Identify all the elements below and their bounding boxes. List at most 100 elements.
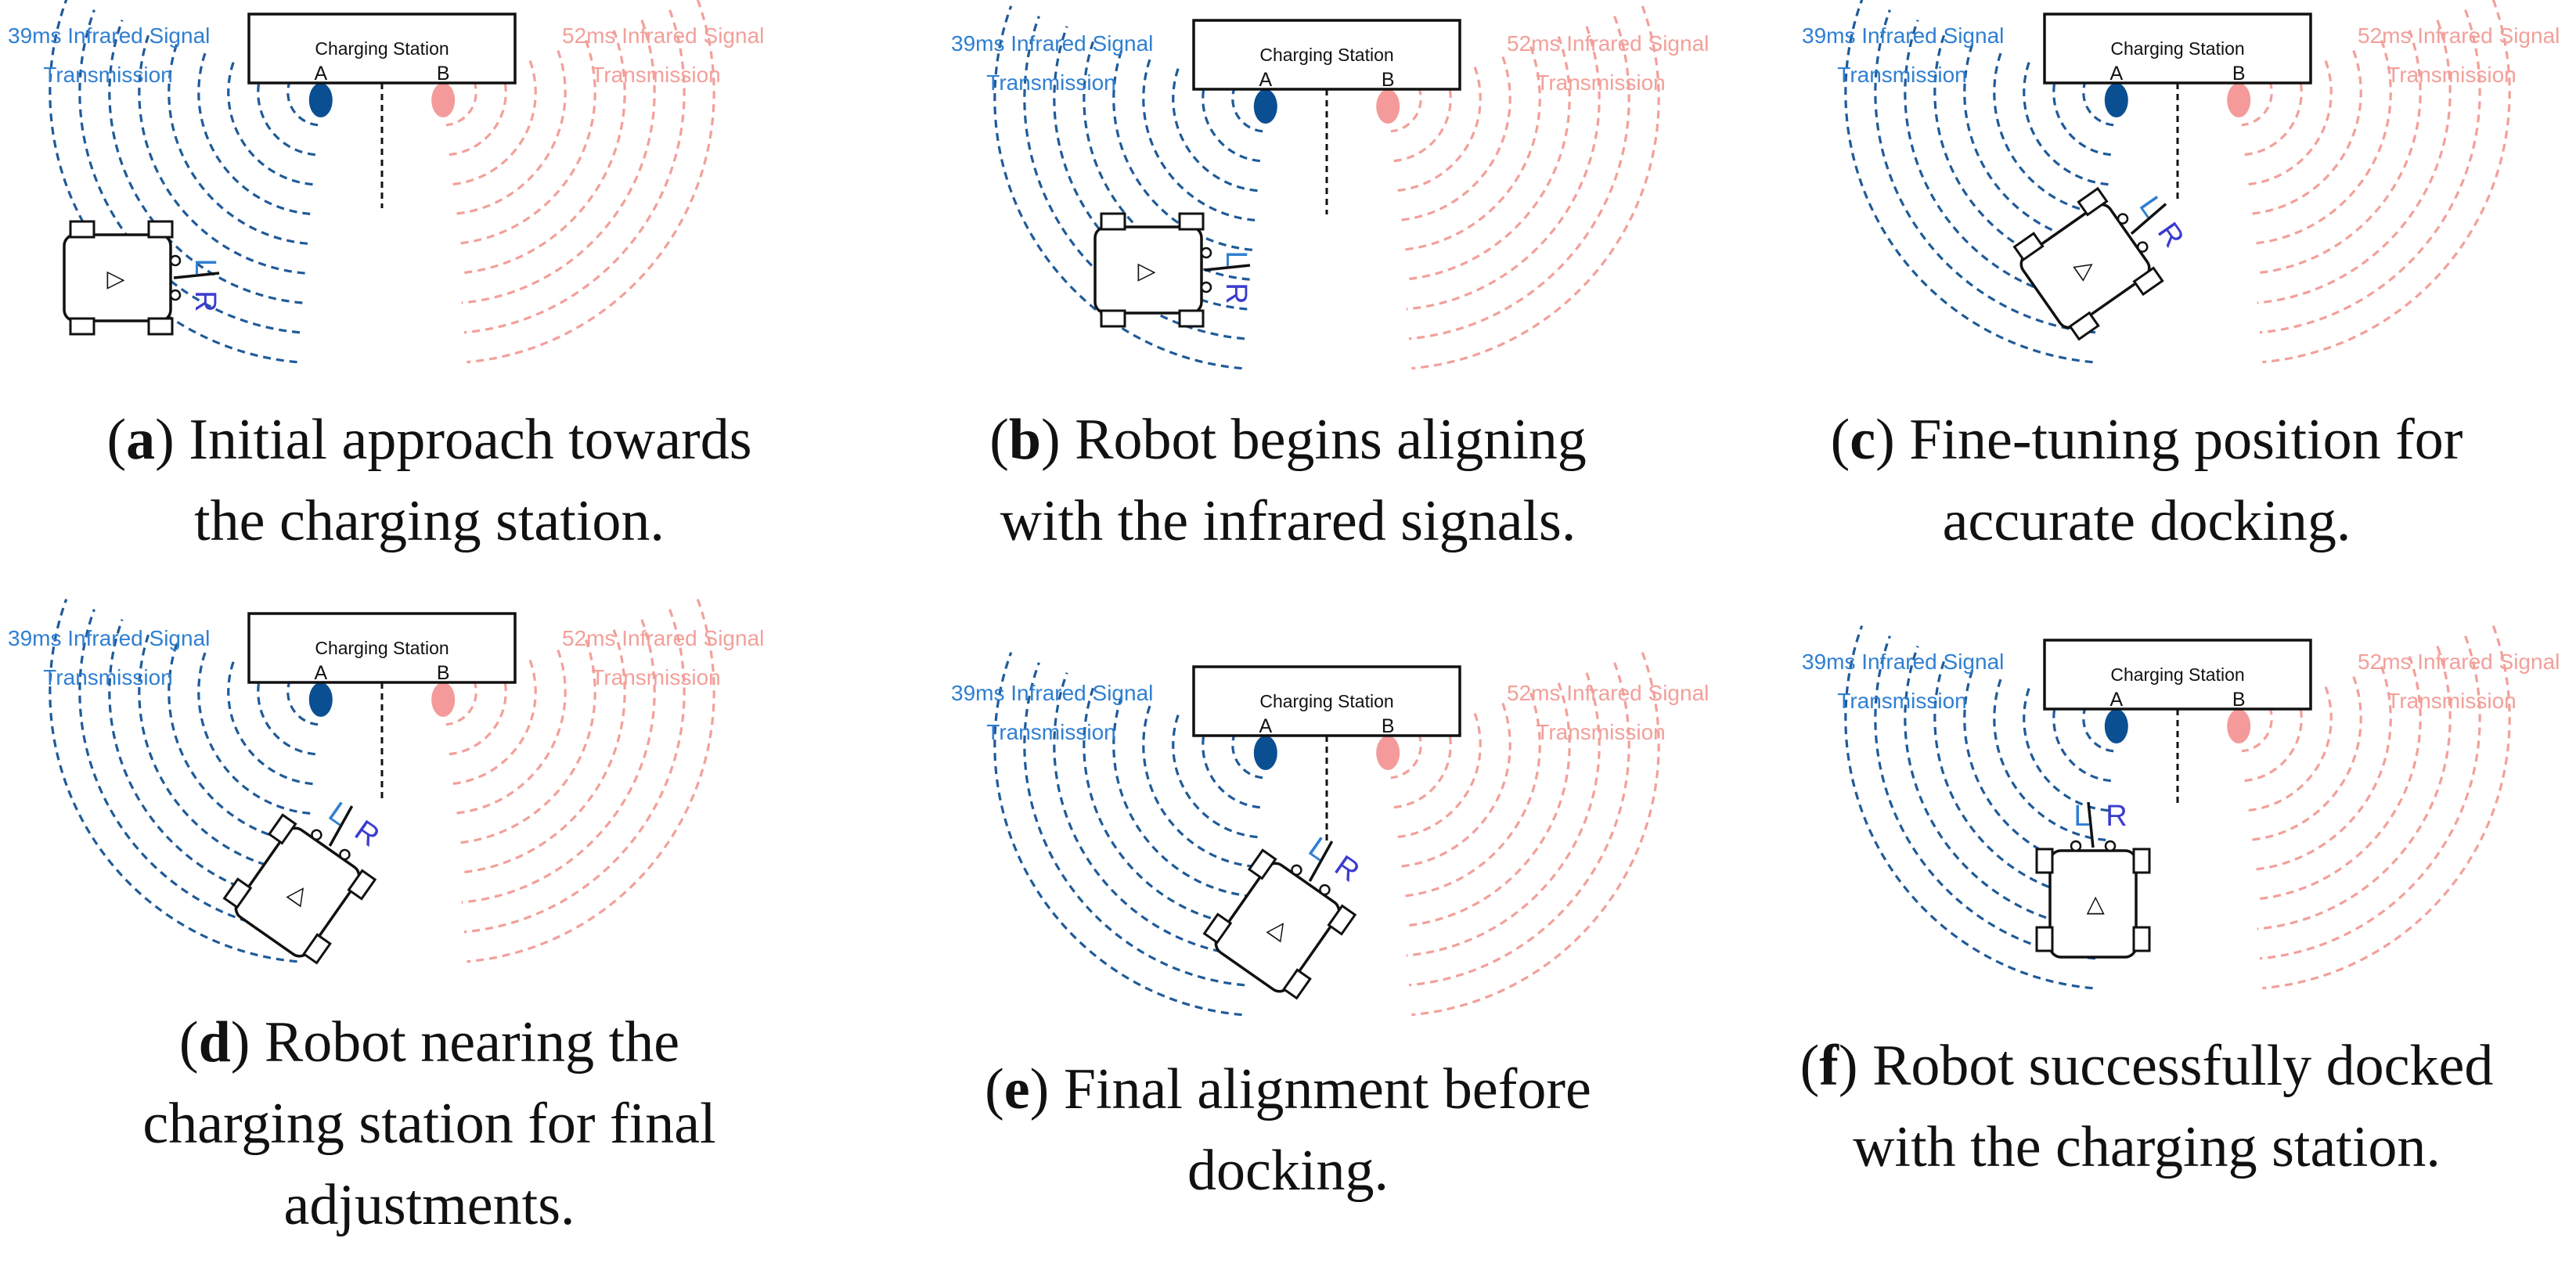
- pink-wave-arc: [463, 9, 686, 334]
- right-signal-label-line1: 52ms Infrared Signal: [562, 23, 764, 48]
- robot-wheel: [2077, 186, 2109, 217]
- pink-wave-arc: [2257, 20, 2452, 304]
- panel-d-caption: (d) Robot nearing the charging station f…: [0, 1002, 859, 1246]
- charging-station-label: Charging Station: [315, 38, 449, 59]
- robot-wheel: [2132, 266, 2164, 297]
- charging-station: [1192, 19, 1461, 91]
- blue-wave-arc: [1083, 682, 1250, 927]
- pink-wave-arc: [1390, 733, 1422, 779]
- sensor-left-label: L: [1220, 250, 1252, 267]
- pink-wave-arc: [461, 20, 656, 304]
- right-signal-label-line2: Transmission: [591, 665, 720, 689]
- right-sensor: [339, 848, 351, 861]
- blue-wave-arc: [227, 60, 313, 186]
- pink-wave-arc: [456, 639, 596, 844]
- emitter-a-label: A: [2109, 689, 2123, 711]
- robot-body: [234, 826, 361, 958]
- pink-wave-arc: [1408, 16, 1630, 340]
- right-signal-label-line1: 52ms Infrared Signal: [1507, 31, 1709, 56]
- pink-wave-arc: [1393, 77, 1452, 163]
- pink-wave-arc: [1393, 723, 1452, 809]
- pink-wave-arc: [1396, 67, 1482, 193]
- left-signal-label-line1: 39ms Infrared Signal: [951, 681, 1153, 705]
- pink-wave-arc: [2246, 686, 2333, 812]
- left-signal-label-line2: Transmission: [986, 720, 1115, 744]
- panel-c-caption-line2: accurate docking.: [1942, 489, 2351, 553]
- blue-wave-arc: [168, 40, 308, 245]
- pink-wave-arc: [2251, 40, 2392, 245]
- pink-wave-arc: [2244, 696, 2303, 783]
- pink-wave-arc: [2249, 50, 2362, 215]
- blue-wave-arc: [1993, 676, 2106, 841]
- pink-wave-arc: [459, 30, 626, 275]
- pink-wave-arc: [1406, 672, 1601, 957]
- blue-wave-arc: [1933, 656, 2101, 901]
- pink-wave-arc: [1396, 713, 1482, 839]
- pink-wave-arc: [1400, 46, 1541, 251]
- panel-c-caption: (c) Fine-tuning position for accurate do…: [1717, 399, 2576, 562]
- pink-wave-arc: [1400, 693, 1541, 898]
- blue-wave-arc: [78, 609, 301, 934]
- panel-e-caption: (e) Final alignment before docking.: [859, 1049, 1717, 1211]
- emitter-b: [1376, 89, 1400, 124]
- blue-wave-arc: [2052, 70, 2111, 157]
- right-sensor: [2104, 840, 2117, 852]
- robot-wheel: [1202, 912, 1233, 945]
- robot-wheel: [2035, 848, 2054, 874]
- blue-wave-arc: [1874, 9, 2096, 334]
- pink-wave-arc: [1406, 26, 1601, 311]
- panel-f-caption-line2: with the charging station.: [1853, 1115, 2441, 1179]
- panel-a-letter: a: [126, 408, 156, 472]
- robot-wheel: [2068, 311, 2100, 341]
- blue-wave-arc: [138, 629, 305, 874]
- blue-wave-arc: [286, 81, 319, 127]
- right-sensor: [1200, 281, 1212, 293]
- wave-group: [1844, 0, 2511, 364]
- emitter-b-label: B: [1382, 69, 1395, 91]
- pink-wave-arc: [2249, 676, 2362, 841]
- panel-f-caption-line1: (f) Robot successfully docked: [1800, 1034, 2494, 1098]
- sensor-right-label: R: [2151, 217, 2190, 254]
- emitter-b-label: B: [2232, 689, 2246, 711]
- panel-a-caption-line1: (a) Initial approach towards: [106, 408, 752, 472]
- left-signal-label-line2: Transmission: [1837, 63, 1966, 87]
- robot: ▷LR: [2012, 186, 2190, 341]
- left-signal-label-line2: Transmission: [1837, 689, 1966, 713]
- pink-wave-arc: [1398, 56, 1511, 221]
- emitter-b-label: B: [437, 662, 450, 684]
- left-signal-label-line1: 39ms Infrared Signal: [951, 31, 1153, 56]
- sensor-right-label: R: [189, 290, 222, 311]
- robot-body: [2019, 203, 2151, 329]
- robot-wheel: [1247, 848, 1277, 880]
- pink-wave-arc: [456, 40, 596, 245]
- robot-heading-arrow: ▷: [2081, 896, 2108, 914]
- robot-wheel: [2012, 232, 2045, 261]
- robot: ▷LR: [1202, 831, 1365, 1000]
- pink-wave-arc: [459, 629, 626, 874]
- emitter-a: [2104, 709, 2128, 743]
- emitter-a-label: A: [1259, 69, 1272, 91]
- blue-wave-arc: [1904, 646, 2099, 930]
- pink-wave-arc: [449, 670, 507, 756]
- panel-a-caption: (a) Initial approach towards the chargin…: [0, 399, 859, 562]
- emitter-a-label: A: [1259, 715, 1272, 737]
- panel-b-caption-line2: with the infrared signals.: [1000, 489, 1576, 553]
- panel-b-caption-line1: (b) Robot begins aligning: [989, 408, 1587, 472]
- robot: ▷LR: [1093, 212, 1252, 328]
- blue-wave-arc: [108, 20, 303, 304]
- blue-wave-arc: [1202, 723, 1260, 809]
- blue-wave-arc: [1172, 713, 1258, 839]
- left-signal-label-line2: Transmission: [43, 63, 172, 87]
- robot-wheel: [1100, 212, 1126, 231]
- pink-wave-arc: [2241, 81, 2273, 127]
- charging-station-label: Charging Station: [315, 638, 449, 658]
- blue-wave-arc: [1172, 67, 1258, 193]
- blue-wave-arc: [1112, 693, 1253, 898]
- sensor-left-label: L: [189, 258, 222, 275]
